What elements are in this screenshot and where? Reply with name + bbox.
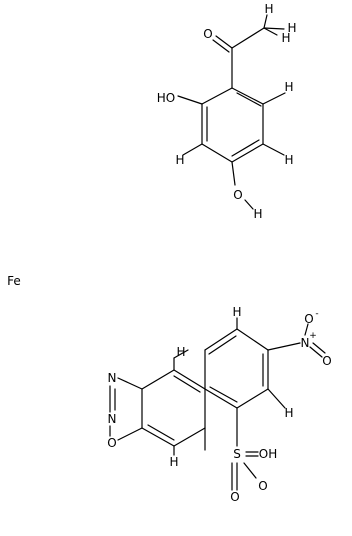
ring-h-bond bbox=[262, 92, 286, 105]
ring-h-bond bbox=[262, 143, 285, 156]
ring2-bond bbox=[204, 388, 238, 409]
ortho-oh-bond bbox=[177, 95, 203, 105]
hydroxyl-h-bond bbox=[244, 199, 254, 210]
ring-h-label: H bbox=[284, 80, 293, 94]
benzoxadiazole-sulfonic-acid-structure: H H N + O - O H N N O H S O O OH bbox=[107, 305, 331, 504]
nitro-positive-charge: + bbox=[309, 331, 317, 341]
nitro-o-bond-double bbox=[312, 342, 326, 354]
ring-h-bond bbox=[182, 143, 203, 156]
ring1-bond bbox=[201, 143, 233, 163]
sulfur-label: S bbox=[233, 447, 241, 461]
oxadiazole-bond bbox=[117, 377, 143, 390]
carbonyl-bond bbox=[215, 35, 233, 49]
ring1-bond-double bbox=[236, 92, 262, 107]
ring2-bond-double bbox=[209, 386, 238, 403]
oxadiazole-bond bbox=[117, 427, 143, 441]
nitro-nitrogen-label: N bbox=[301, 336, 310, 350]
ring1-bond bbox=[231, 143, 264, 163]
nitro-o-bond bbox=[304, 323, 309, 336]
ring3-bond-double bbox=[147, 424, 175, 441]
ring-h-label: H bbox=[232, 305, 241, 319]
ring3-bond bbox=[173, 427, 206, 447]
ring-h-label: H bbox=[284, 406, 293, 420]
methyl-h-label: H bbox=[264, 2, 273, 16]
ring2-bond bbox=[236, 388, 269, 409]
sulfonic-hydroxyl-label: OH bbox=[259, 447, 277, 461]
methyl-h-bond bbox=[263, 27, 278, 36]
ring1-bond-double bbox=[231, 139, 260, 157]
methyl-bond bbox=[231, 27, 265, 49]
para-hydroxyl-h-label: H bbox=[253, 207, 262, 221]
ring-h-label: H bbox=[176, 345, 185, 359]
ortho-hydroxyl-label: HO bbox=[157, 91, 175, 105]
carbonyl-bond-double bbox=[212, 39, 230, 53]
ring2-bond bbox=[236, 328, 269, 351]
methyl-h-bond bbox=[263, 14, 268, 29]
iron-label: Fe bbox=[7, 274, 21, 288]
ring1-bond bbox=[201, 87, 233, 105]
ring-h-bond bbox=[173, 349, 189, 359]
ring-h-bond bbox=[267, 388, 286, 409]
resacetophenone-structure: O H H H HO H H H O H bbox=[157, 2, 297, 221]
ring3-bond bbox=[141, 427, 175, 447]
ring-h-label: H bbox=[284, 153, 293, 167]
oxadiazole-nitrogen-label: N bbox=[108, 412, 117, 426]
oxadiazole-oxygen-label: O bbox=[107, 436, 116, 450]
ring1-bond bbox=[231, 87, 264, 105]
sulfonyl-oxygen-label: O bbox=[258, 479, 267, 493]
nitro-oxygen-label: O bbox=[322, 354, 331, 368]
ring3-bond-double bbox=[173, 375, 201, 393]
nitro-oxygen-label: O bbox=[304, 312, 313, 326]
nitro-bond bbox=[267, 342, 301, 351]
ring2-bond-double bbox=[208, 335, 237, 355]
para-oh-bond bbox=[231, 161, 236, 186]
ring3-bond bbox=[141, 369, 175, 390]
sulfonyl-oxygen-label: O bbox=[230, 490, 239, 504]
ring3-bond bbox=[173, 369, 206, 390]
methyl-h-bond bbox=[263, 27, 285, 30]
ring-h-label: H bbox=[175, 153, 184, 167]
nitro-negative-charge: - bbox=[315, 309, 318, 319]
methyl-h-label: H bbox=[287, 21, 296, 35]
sulfonyl-o-bond bbox=[243, 462, 257, 479]
oxadiazole-nitrogen-label: N bbox=[108, 371, 117, 385]
ketone-oxygen-label: O bbox=[203, 27, 212, 41]
ring-h-label: H bbox=[169, 455, 178, 469]
ring2-bond bbox=[204, 328, 238, 351]
methyl-h-label: H bbox=[281, 31, 290, 45]
nitro-o-bond bbox=[309, 346, 323, 358]
para-hydroxyl-oxygen-label: O bbox=[233, 188, 242, 202]
